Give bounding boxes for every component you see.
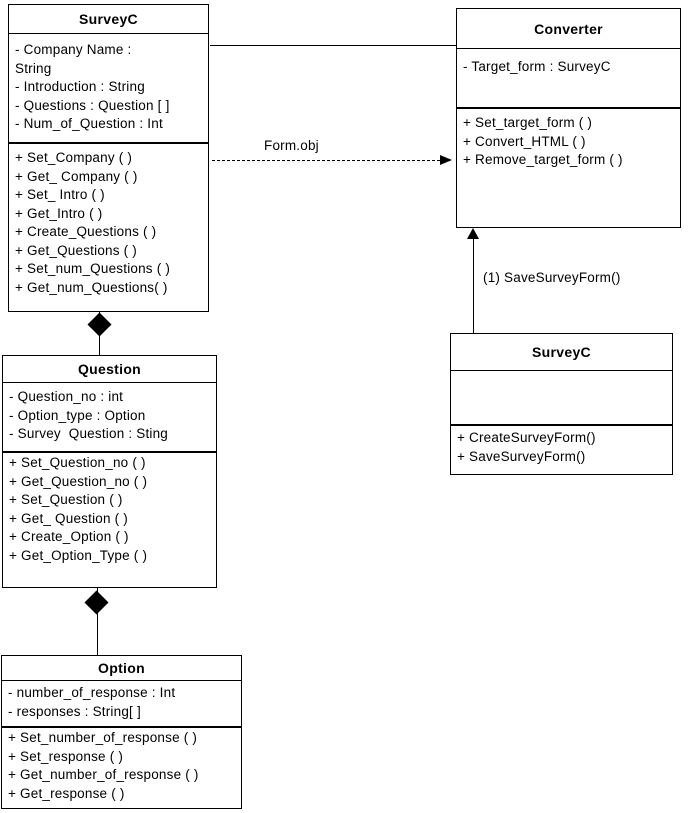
message-line <box>473 237 474 334</box>
class-attributes: - Question_no : int - Option_type : Opti… <box>3 383 216 453</box>
class-methods: + Set_number_of_response ( ) + Set_respo… <box>2 728 241 803</box>
class-box-surveyc-main: SurveyC - Company Name : String - Introd… <box>8 4 209 312</box>
method-line: + CreateSurveyForm() <box>457 430 596 445</box>
class-title: Option <box>2 656 241 681</box>
method-line: + Remove_target_form ( ) <box>463 152 623 167</box>
class-attributes: - Company Name : String - Introduction :… <box>9 34 208 144</box>
attribute-line: - Questions : Question [ ] <box>15 97 170 113</box>
attribute-line: - responses : String[ ] <box>8 703 141 719</box>
method-line: + Set_number_of_response ( ) <box>8 730 198 745</box>
class-title: SurveyC <box>9 5 208 34</box>
method-line: + Set_Question_no ( ) <box>9 455 146 470</box>
method-line: + Set_ Intro ( ) <box>15 187 105 202</box>
attribute-line: - Introduction : String <box>15 79 145 94</box>
method-line: + Set_target_form ( ) <box>463 115 593 130</box>
association-line <box>210 45 456 46</box>
class-title: Converter <box>457 9 680 49</box>
dependency-line <box>212 160 440 161</box>
class-attributes: - Target_form : SurveyC <box>457 49 680 109</box>
method-line: + Get_Intro ( ) <box>15 205 103 221</box>
method-line: + Set_num_Questions ( ) <box>15 261 171 276</box>
attribute-line: - Num_of_Question : Int <box>15 116 163 131</box>
composition-diamond-icon <box>87 312 112 337</box>
method-line: + Create_Questions ( ) <box>15 224 157 239</box>
class-box-converter: Converter - Target_form : SurveyC + Set_… <box>456 8 681 228</box>
dependency-label: Form.obj <box>264 138 319 153</box>
method-line: + Get_Questions ( ) <box>15 242 137 258</box>
message-label: (1) SaveSurveyForm() <box>483 270 621 285</box>
method-line: + Set_response ( ) <box>8 748 124 764</box>
composition-line-question-option <box>97 588 98 655</box>
class-methods: + CreateSurveyForm() + SaveSurveyForm() <box>451 426 672 466</box>
class-attributes <box>451 371 672 426</box>
method-line: + Convert_HTML ( ) <box>463 133 586 149</box>
class-methods: + Set_target_form ( ) + Convert_HTML ( )… <box>457 109 680 170</box>
attribute-line: - Target_form : SurveyC <box>463 59 611 74</box>
composition-diamond-icon <box>84 590 109 615</box>
method-line: + Set_Company ( ) <box>15 150 133 165</box>
class-title: Question <box>3 356 216 383</box>
method-line: + Get_Question_no ( ) <box>9 473 148 489</box>
method-line: + Set_Question ( ) <box>9 492 123 507</box>
method-line: + Create_Option ( ) <box>9 529 129 544</box>
class-box-surveyc-object: SurveyC + CreateSurveyForm() + SaveSurve… <box>450 333 673 475</box>
attribute-line: - Survey Question : Sting <box>9 426 169 441</box>
class-methods: + Set_Company ( ) + Get_ Company ( ) + S… <box>9 144 208 297</box>
class-box-option: Option - number_of_response : Int - resp… <box>1 655 242 809</box>
class-title: SurveyC <box>451 334 672 371</box>
method-line: + Get_ Company ( ) <box>15 168 138 184</box>
class-methods: + Set_Question_no ( ) + Get_Question_no … <box>3 453 216 565</box>
dependency-arrowhead-icon <box>440 155 452 165</box>
attribute-line: String <box>15 60 52 76</box>
method-line: + Get_Option_Type ( ) <box>9 547 148 563</box>
method-line: + SaveSurveyForm() <box>457 448 586 464</box>
message-arrowhead-icon <box>467 228 479 239</box>
attribute-line: - number_of_response : Int <box>8 685 176 700</box>
method-line: + Get_num_Questions( ) <box>15 279 168 295</box>
class-attributes: - number_of_response : Int - responses :… <box>2 681 241 728</box>
attribute-line: - Company Name : <box>15 42 132 57</box>
attribute-line: - Question_no : int <box>9 389 124 404</box>
method-line: + Get_response ( ) <box>8 785 125 801</box>
attribute-line: - Option_type : Option <box>9 407 146 423</box>
method-line: + Get_ Question ( ) <box>9 510 128 526</box>
method-line: + Get_number_of_response ( ) <box>8 767 199 782</box>
class-box-question: Question - Question_no : int - Option_ty… <box>2 355 217 588</box>
